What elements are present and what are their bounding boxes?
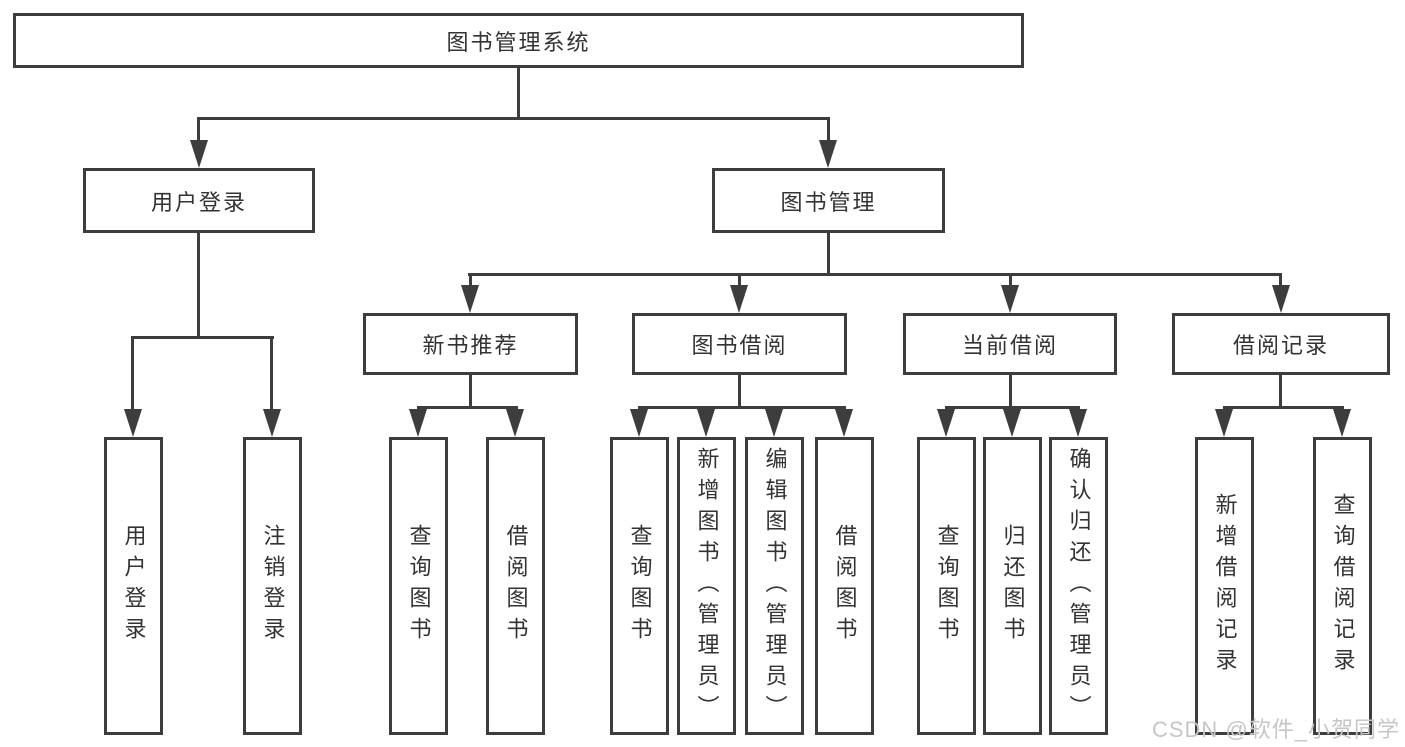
arrow-down-icon	[1003, 409, 1021, 437]
node-current-borrow-label: 当前借阅	[961, 333, 1058, 358]
leaf-edit-books-admin: 编辑图书（管理员）	[745, 437, 804, 735]
arrow-down-icon	[937, 409, 955, 437]
arrow-down-icon	[1272, 285, 1290, 313]
connector-l3-drop-4	[1279, 273, 1282, 289]
leaf-logout-label: 注销登录	[260, 524, 286, 648]
connector-book-borrow-horizontal	[638, 406, 846, 409]
arrow-down-icon	[819, 140, 837, 168]
connector-user-login-drop-1	[131, 336, 134, 412]
leaf-add-books-admin-label: 新增图书（管理员）	[694, 446, 720, 726]
connector-l3-horizontal	[468, 273, 1282, 276]
leaf-return-books: 归还图书	[983, 437, 1042, 735]
connector-l3-drop-1	[469, 273, 472, 289]
arrow-down-icon	[1069, 409, 1087, 437]
node-root-label: 图书管理系统	[446, 29, 591, 55]
node-new-book-recommend-label: 新书推荐	[422, 333, 519, 358]
connector-current-borrow-horizontal	[945, 406, 1080, 409]
arrow-down-icon	[835, 409, 853, 437]
connector-new-book-feed	[469, 375, 472, 409]
connector-l1-horizontal	[197, 117, 830, 120]
node-book-borrow: 图书借阅	[632, 313, 847, 375]
arrow-down-icon	[263, 409, 281, 437]
leaf-user-login-label: 用户登录	[121, 524, 147, 648]
node-root: 图书管理系统	[13, 13, 1024, 68]
leaf-return-books-label: 归还图书	[1000, 524, 1026, 648]
connector-l1-drop-left	[197, 117, 200, 143]
connector-records-feed	[1279, 375, 1282, 409]
arrow-down-icon	[461, 285, 479, 313]
leaf-confirm-return-admin-label: 确认归还（管理员）	[1066, 446, 1092, 726]
arrow-down-icon	[630, 409, 648, 437]
arrow-down-icon	[730, 285, 748, 313]
leaf-query-books-1: 查询图书	[389, 437, 448, 735]
connector-user-login-horizontal	[131, 336, 274, 339]
connector-book-mgmt-feed	[827, 233, 830, 273]
arrow-down-icon	[765, 409, 783, 437]
arrow-down-icon	[409, 409, 427, 437]
leaf-query-borrow-record-label: 查询借阅记录	[1330, 493, 1356, 679]
leaf-add-borrow-record-label: 新增借阅记录	[1212, 493, 1238, 679]
arrow-down-icon	[1215, 409, 1233, 437]
connector-new-book-horizontal	[417, 406, 518, 409]
connector-records-horizontal	[1223, 406, 1344, 409]
connector-user-login-drop-2	[270, 336, 273, 412]
leaf-edit-books-admin-label: 编辑图书（管理员）	[762, 446, 788, 726]
node-book-borrow-label: 图书借阅	[691, 333, 788, 358]
connector-book-borrow-feed	[738, 375, 741, 409]
leaf-add-borrow-record: 新增借阅记录	[1195, 437, 1254, 735]
leaf-user-login: 用户登录	[104, 437, 163, 735]
leaf-query-books-1-label: 查询图书	[406, 524, 432, 648]
connector-root-feed	[517, 68, 520, 120]
connector-l1-drop-right	[827, 117, 830, 143]
csdn-watermark: CSDN @软件_小贺同学	[1151, 717, 1400, 742]
node-user-login: 用户登录	[83, 168, 315, 233]
arrow-down-icon	[506, 409, 524, 437]
leaf-add-books-admin: 新增图书（管理员）	[677, 437, 736, 735]
arrow-down-icon	[124, 409, 142, 437]
leaf-query-books-3-label: 查询图书	[934, 524, 960, 648]
connector-user-login-feed	[197, 233, 200, 339]
node-book-management: 图书管理	[712, 168, 945, 233]
leaf-borrow-books-1-label: 借阅图书	[503, 524, 529, 648]
arrow-down-icon	[1333, 409, 1351, 437]
leaf-borrow-books-2: 借阅图书	[815, 437, 874, 735]
leaf-borrow-books-2-label: 借阅图书	[832, 524, 858, 648]
node-borrow-records: 借阅记录	[1172, 313, 1390, 375]
leaf-confirm-return-admin: 确认归还（管理员）	[1049, 437, 1108, 735]
node-new-book-recommend: 新书推荐	[363, 313, 578, 375]
node-user-login-label: 用户登录	[150, 189, 247, 215]
node-current-borrow: 当前借阅	[903, 313, 1117, 375]
arrow-down-icon	[1001, 285, 1019, 313]
leaf-borrow-books-1: 借阅图书	[486, 437, 545, 735]
leaf-logout: 注销登录	[243, 437, 302, 735]
leaf-query-books-2-label: 查询图书	[627, 524, 653, 648]
connector-l3-drop-2	[738, 273, 741, 289]
node-borrow-records-label: 借阅记录	[1232, 333, 1329, 358]
arrow-down-icon	[697, 409, 715, 437]
node-book-management-label: 图书管理	[780, 189, 877, 215]
leaf-query-borrow-record: 查询借阅记录	[1313, 437, 1372, 735]
leaf-query-books-3: 查询图书	[917, 437, 976, 735]
connector-current-borrow-feed	[1009, 375, 1012, 409]
arrow-down-icon	[190, 140, 208, 168]
leaf-query-books-2: 查询图书	[610, 437, 669, 735]
connector-l3-drop-3	[1009, 273, 1012, 289]
